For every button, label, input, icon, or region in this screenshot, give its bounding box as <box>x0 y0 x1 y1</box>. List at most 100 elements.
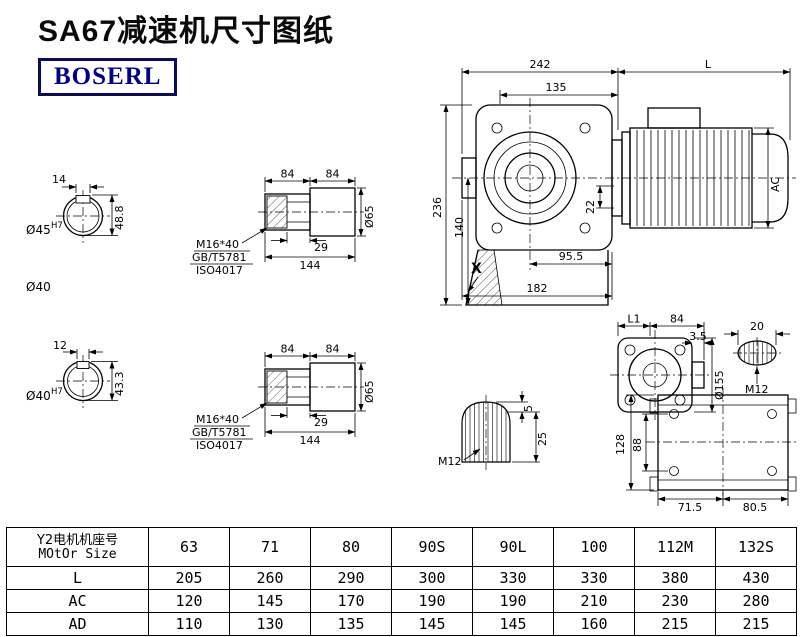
standard-iso: ISO4017 <box>196 439 243 452</box>
table-cell: 145 <box>472 612 554 636</box>
dim-seg2: 84 <box>326 343 340 356</box>
motor-size-header-cell: Y2电机机座号 MOtOr Size <box>6 527 149 567</box>
table-cell: 190 <box>472 589 554 613</box>
standard-gb: GB/T5781 <box>192 426 247 439</box>
dim-keyway-height: 48.8 <box>113 206 126 231</box>
view-shaft-side-bottom: 84 84 29 144 Ø65 M16*40 GB/T5781 ISO4017 <box>190 343 376 452</box>
table-cell: 145 <box>229 589 311 613</box>
dim-25: 25 <box>536 432 549 446</box>
table-cell: 135 <box>310 612 392 636</box>
shaft-diameter-label: Ø40 <box>26 280 51 294</box>
frame-size-132s: 132S <box>715 527 797 567</box>
view-foot: 128 88 71.5 80.5 <box>614 388 798 514</box>
dim-keyway-width: 12 <box>53 339 67 352</box>
dim-236: 236 <box>431 197 444 218</box>
view-side: L1 84 3.5 20 Ø155 M12 <box>610 313 790 420</box>
view-shaft-end-bottom: 12 43.3 Ø40 H7 <box>26 339 126 408</box>
table-cell: 280 <box>715 589 797 613</box>
side-view-geometry <box>610 322 790 420</box>
mounting-position-x: X <box>471 261 482 277</box>
shaft-side-bottom-geometry <box>190 352 366 440</box>
bore-tolerance: H7 <box>51 387 63 397</box>
frame-size-71: 71 <box>229 527 311 567</box>
bolt-callout: M16*40 <box>196 413 239 426</box>
frame-size-90s: 90S <box>391 527 473 567</box>
dim-seg1: 84 <box>281 343 295 356</box>
standard-iso: ISO4017 <box>196 264 243 277</box>
boserl-logo: BOSERL <box>38 58 178 96</box>
technical-drawing: 14 48.8 Ø45 H7 Ø40 12 43.3 Ø40 H7 <box>26 58 798 514</box>
table-cell: 330 <box>553 566 635 590</box>
key-section-geometry <box>461 391 540 470</box>
frame-size-90l: 90L <box>472 527 554 567</box>
dim-L1: L1 <box>627 313 640 326</box>
table-cell: 300 <box>391 566 473 590</box>
standard-gb: GB/T5781 <box>192 251 247 264</box>
dim-135: 135 <box>546 81 567 94</box>
bolt-callout: M16*40 <box>196 238 239 251</box>
dim-diameter: Ø65 <box>363 205 376 228</box>
table-cell: 130 <box>229 612 311 636</box>
frame-size-80: 80 <box>310 527 392 567</box>
table-cell: 330 <box>472 566 554 590</box>
dim-3-5: 3.5 <box>689 330 707 343</box>
view-main: 242 L 135 236 140 22 95.5 182 X AC <box>431 58 796 306</box>
table-cell: 110 <box>148 612 230 636</box>
dim-keyway-width: 14 <box>52 173 66 186</box>
dim-80-5: 80.5 <box>743 501 768 514</box>
row-label-L: L <box>6 566 149 590</box>
dim-128: 128 <box>614 434 627 455</box>
table-row-AD: AD 110 130 135 145 145 160 215 215 <box>6 612 797 636</box>
table-cell: 160 <box>553 612 635 636</box>
dim-5: 5 <box>522 405 535 412</box>
bore-label: Ø40 <box>26 389 51 403</box>
table-cell: 120 <box>148 589 230 613</box>
table-cell: 170 <box>310 589 392 613</box>
row-label-AD: AD <box>6 612 149 636</box>
logo-text: BOSERL <box>54 63 162 90</box>
frame-size-63: 63 <box>148 527 230 567</box>
view-shaft-side-top: 84 84 29 144 Ø65 M16*40 GB/T5781 ISO4017 <box>190 168 376 277</box>
motor-size-table: Y2电机机座号 MOtOr Size 63 71 80 90S 90L 100 … <box>6 527 797 636</box>
dim-motor-length-L: L <box>705 58 712 71</box>
dim-motor-AC: AC <box>769 177 782 192</box>
bore-tolerance: H7 <box>51 221 63 231</box>
dim-22: 22 <box>584 200 597 214</box>
thread-m12: M12 <box>745 383 769 396</box>
foot-view-geometry <box>626 388 798 506</box>
dim-seg2: 84 <box>326 168 340 181</box>
dim-84: 84 <box>670 313 684 326</box>
view-shaft-end-top: 14 48.8 Ø45 H7 <box>26 173 126 243</box>
thread-m12: M12 <box>438 455 462 468</box>
dim-total-length: 144 <box>300 434 321 447</box>
dim-total-length: 144 <box>300 259 321 272</box>
main-view-geometry <box>440 68 796 306</box>
table-row-AC: AC 120 145 170 190 190 210 230 280 <box>6 589 797 613</box>
frame-size-112m: 112M <box>634 527 716 567</box>
dim-key-length: 29 <box>314 416 328 429</box>
table-cell: 260 <box>229 566 311 590</box>
dim-keyway-height: 43.3 <box>113 372 126 397</box>
table-cell: 210 <box>553 589 635 613</box>
dim-key-length: 29 <box>314 241 328 254</box>
table-cell: 215 <box>715 612 797 636</box>
dim-140: 140 <box>453 217 466 238</box>
table-cell: 205 <box>148 566 230 590</box>
shaft-end-top-geometry <box>56 184 118 243</box>
dim-95-5: 95.5 <box>559 250 584 263</box>
shaft-end-bottom-geometry <box>56 349 118 408</box>
dim-242: 242 <box>530 58 551 71</box>
dim-seg1: 84 <box>281 168 295 181</box>
table-cell: 145 <box>391 612 473 636</box>
frame-size-100: 100 <box>553 527 635 567</box>
view-key-section: 5 25 M12 <box>438 391 549 470</box>
table-cell: 430 <box>715 566 797 590</box>
table-cell: 190 <box>391 589 473 613</box>
table-header-row: Y2电机机座号 MOtOr Size 63 71 80 90S 90L 100 … <box>6 527 797 567</box>
table-cell: 290 <box>310 566 392 590</box>
dim-20: 20 <box>750 320 764 333</box>
row-label-AC: AC <box>6 589 149 613</box>
table-row-L: L 205 260 290 300 330 330 380 430 <box>6 566 797 590</box>
table-cell: 380 <box>634 566 716 590</box>
